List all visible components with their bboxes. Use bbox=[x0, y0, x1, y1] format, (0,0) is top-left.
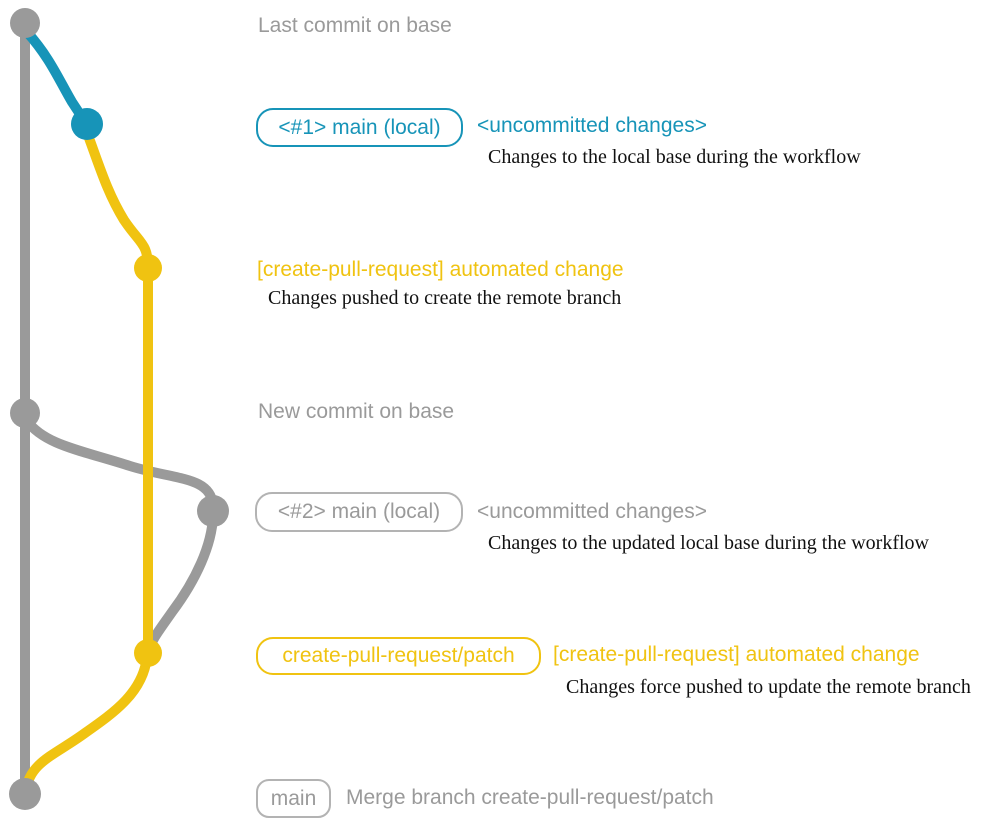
rebase-branch-curve-upper bbox=[22, 416, 218, 510]
commit-dot-new-base bbox=[10, 398, 40, 428]
rebase-branch-curve-lower bbox=[144, 511, 218, 656]
label-last-commit-on-base: Last commit on base bbox=[258, 14, 452, 37]
commit-dot-automated-1 bbox=[134, 254, 162, 282]
commit-dot-local-1 bbox=[71, 108, 103, 140]
label-automated-change-2: [create-pull-request] automated change bbox=[553, 643, 920, 666]
commit-dot-merge bbox=[9, 778, 41, 810]
git-graph bbox=[9, 8, 229, 810]
patch-branch-curve-lower bbox=[21, 652, 152, 795]
label-automated-change-1: [create-pull-request] automated change bbox=[257, 258, 624, 281]
desc-updated-local-base-changes: Changes to the updated local base during… bbox=[488, 532, 929, 554]
branch-badge-create-pull-request-patch: create-pull-request/patch bbox=[256, 637, 541, 675]
commit-dot-automated-2 bbox=[134, 639, 162, 667]
branch-badge-main: main bbox=[256, 779, 331, 818]
label-new-commit-on-base: New commit on base bbox=[258, 400, 455, 423]
branch-badge-main-local-1: <#1> main (local) bbox=[256, 108, 463, 147]
label-uncommitted-changes-2: <uncommitted changes> bbox=[477, 500, 707, 523]
desc-force-pushed-update-remote: Changes force pushed to update the remot… bbox=[566, 676, 971, 698]
label-uncommitted-changes-1: <uncommitted changes> bbox=[477, 114, 707, 137]
desc-local-base-changes: Changes to the local base during the wor… bbox=[488, 146, 861, 168]
commit-dot-last-base bbox=[10, 8, 40, 38]
local-branch-curve bbox=[22, 27, 92, 129]
patch-branch-curve-upper bbox=[84, 133, 153, 273]
desc-pushed-create-remote: Changes pushed to create the remote bran… bbox=[268, 287, 622, 309]
commit-dot-local-2 bbox=[197, 495, 229, 527]
label-merge-branch-message: Merge branch create-pull-request/patch bbox=[346, 786, 714, 809]
branch-badge-main-local-2: <#2> main (local) bbox=[255, 492, 463, 532]
